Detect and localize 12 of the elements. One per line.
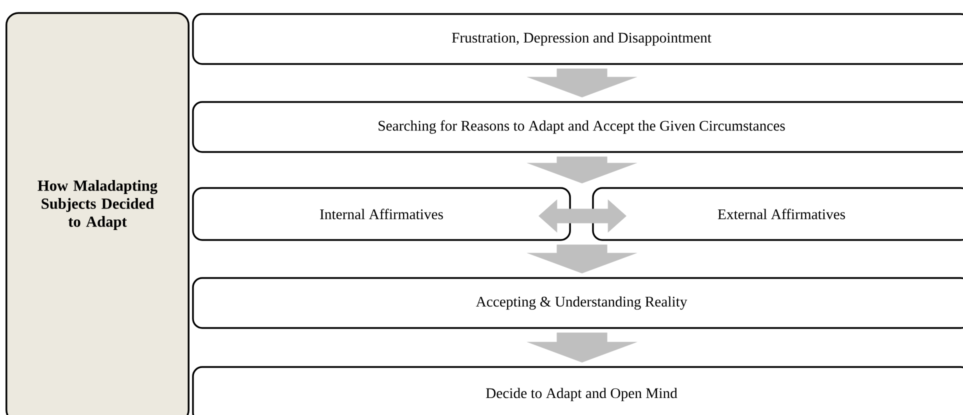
step-box: Accepting & Understanding Reality [192,277,963,329]
step-box: External Affirmatives [592,187,963,241]
block-arrow [526,156,638,184]
block-arrow [526,68,638,98]
step-box: Decide to Adapt and Open Mind [192,366,963,415]
step-box: Frustration, Depression and Disappointment [192,13,963,65]
block-arrow [526,244,638,274]
step-box: Searching for Reasons to Adapt and Accept the Given Circumstances [192,101,963,153]
step-box: Internal Affirmatives [192,187,571,241]
double-arrow [538,199,627,233]
block-arrow [526,332,638,362]
category-panel: How Maladapting Subjects Decided to Adapt [6,12,190,415]
